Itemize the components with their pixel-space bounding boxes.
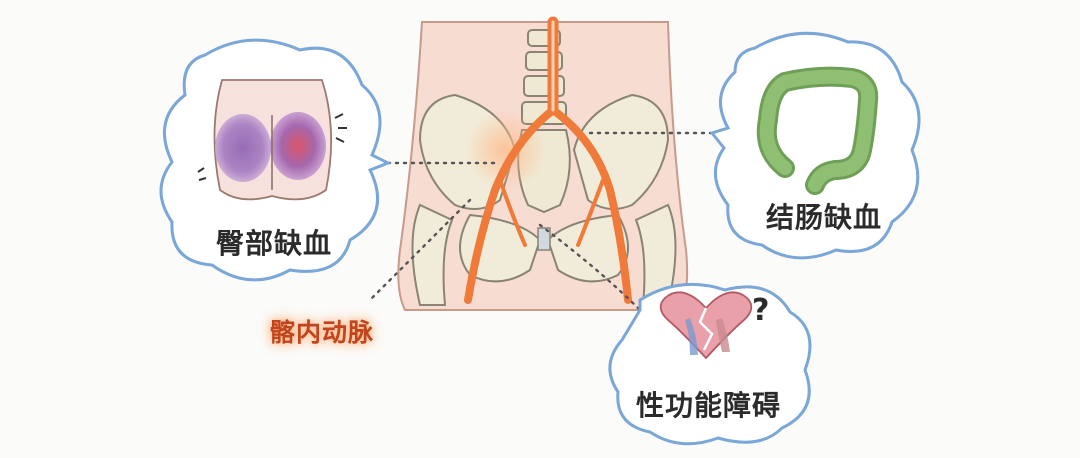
question-mark-icon: ? — [752, 293, 769, 328]
buttock-bruise-icon — [197, 79, 347, 201]
bubble-buttock — [159, 38, 392, 282]
colon-icon — [756, 66, 879, 195]
pelvis-illustration — [397, 16, 689, 311]
bubble-sexual: ? — [608, 282, 812, 446]
label-sexual-dysfunction: 性功能障碍 — [636, 389, 782, 422]
label-internal-iliac-artery: 髂内动脉 — [270, 318, 375, 347]
leader-lines — [368, 131, 714, 312]
leader-artery — [368, 198, 472, 302]
right-ilium — [572, 93, 670, 210]
label-buttock-ischemia: 臀部缺血 — [216, 227, 333, 260]
label-colon-ischemia: 结肠缺血 — [766, 201, 883, 234]
broken-heart-icon — [659, 291, 753, 360]
leader-sexual — [538, 223, 642, 312]
iliac-arteries — [464, 16, 632, 304]
bubble-colon — [709, 31, 921, 260]
